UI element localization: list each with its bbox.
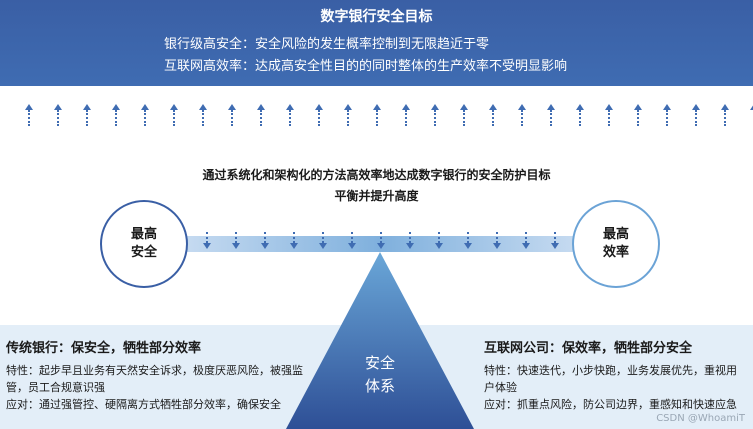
circle-left-line1: 最高: [130, 227, 157, 242]
circle-right-line1: 最高: [602, 227, 629, 242]
up-arrow-icon: [170, 104, 178, 128]
down-arrow-icon: [464, 232, 472, 250]
up-arrow-icon: [112, 104, 120, 128]
up-arrow-icon: [489, 104, 497, 128]
up-arrow-icon: [286, 104, 294, 128]
up-arrow-icon: [315, 104, 323, 128]
circle-right-line2: 效率: [602, 245, 629, 260]
internet-company-traits: 特性：快速迭代，小步快跑，业务发展优先，重视用户体验: [484, 364, 737, 394]
up-arrow-icon: [141, 104, 149, 128]
up-arrow-icon: [518, 104, 526, 128]
up-arrow-icon: [692, 104, 700, 128]
up-arrow-icon: [83, 104, 91, 128]
internet-company-panel: 互联网公司：保效率，牺牲部分安全 特性：快速迭代，小步快跑，业务发展优先，重视用…: [484, 325, 744, 429]
up-arrow-icon: [750, 104, 753, 128]
up-arrow-icon: [547, 104, 555, 128]
circle-max-security: 最高 安全: [100, 200, 188, 288]
down-arrow-icon: [290, 232, 298, 250]
goal-banner: 数字银行安全目标 银行级高安全：安全风险的发生概率控制到无限趋近于零 互联网高效…: [0, 0, 753, 86]
up-arrow-icon: [576, 104, 584, 128]
up-arrow-icon: [25, 104, 33, 128]
up-arrow-icon: [257, 104, 265, 128]
balance-statement: 平衡并提升高度: [334, 189, 419, 203]
up-arrow-icon: [373, 104, 381, 128]
down-arrow-icon: [203, 232, 211, 250]
up-arrow-icon: [460, 104, 468, 128]
traditional-bank-panel: 传统银行：保安全，牺牲部分效率 特性：起步早且业务有天然安全诉求，极度厌恶风险，…: [6, 325, 306, 429]
method-statement: 通过系统化和架构化的方法高效率地达成数字银行的安全防护目标: [202, 168, 551, 182]
watermark: CSDN @WhoamiT: [656, 413, 745, 424]
banner-line-security: 银行级高安全：安全风险的发生概率控制到无限趋近于零: [164, 37, 490, 52]
internet-company-response: 应对：抓重点风险，防公司边界，重感知和快速应急: [484, 398, 737, 411]
down-arrow-icon: [319, 232, 327, 250]
banner-line-efficiency: 互联网高效率：达成高安全性目的的同时整体的生产效率不受明显影响: [164, 59, 568, 74]
up-arrow-icon: [663, 104, 671, 128]
down-arrow-icon: [348, 232, 356, 250]
down-arrow-icon: [435, 232, 443, 250]
up-arrow-icon: [344, 104, 352, 128]
down-arrow-icon: [493, 232, 501, 250]
banner-title: 数字银行安全目标: [320, 9, 433, 25]
up-arrow-icon: [402, 104, 410, 128]
up-arrow-icon: [199, 104, 207, 128]
traditional-bank-response: 应对：通过强管控、硬隔离方式牺牲部分效率，确保安全: [6, 398, 281, 411]
down-arrow-icon: [522, 232, 530, 250]
down-arrow-icon: [377, 232, 385, 250]
down-arrow-icon: [261, 232, 269, 250]
down-arrow-icon: [406, 232, 414, 250]
up-arrow-icon: [228, 104, 236, 128]
down-arrow-icon: [551, 232, 559, 250]
up-arrow-icon: [605, 104, 613, 128]
up-arrow-icon: [721, 104, 729, 128]
upward-arrow-row: [0, 104, 753, 128]
traditional-bank-heading: 传统银行：保安全，牺牲部分效率: [6, 341, 202, 356]
down-arrow-icon: [232, 232, 240, 250]
internet-company-heading: 互联网公司：保效率，牺牲部分安全: [484, 341, 693, 356]
circle-max-efficiency: 最高 效率: [572, 200, 660, 288]
fulcrum-label-line1: 安全: [364, 354, 395, 372]
circle-left-line2: 安全: [130, 245, 157, 260]
up-arrow-icon: [54, 104, 62, 128]
traditional-bank-traits: 特性：起步早且业务有天然安全诉求，极度厌恶风险，被强监管，员工合规意识强: [6, 364, 303, 394]
fulcrum-label-line2: 体系: [364, 377, 395, 395]
up-arrow-icon: [431, 104, 439, 128]
up-arrow-icon: [634, 104, 642, 128]
